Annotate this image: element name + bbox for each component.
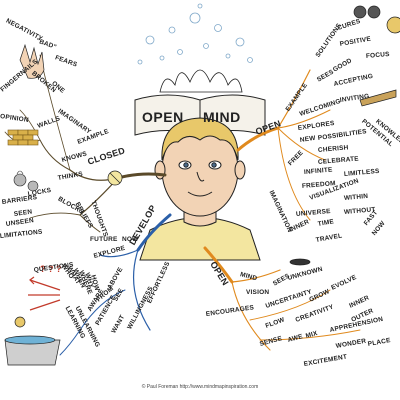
hand-icon [19,43,45,79]
telescope-icon [359,89,397,107]
title-mind: MIND [203,109,241,125]
binoculars-icon [353,5,381,19]
credit-line: © Paul Foreman http://www.mindmapinspira… [141,384,259,390]
question-marks-icon: ? ? ? [40,264,62,274]
splash-icon [159,69,243,93]
arrows-icon [28,276,61,311]
hole-icon [289,258,311,266]
word-now-develop: NOW [122,236,139,243]
title-open: OPEN [142,109,184,125]
open-right-branch [236,69,331,221]
word-future: FUTURE [90,236,118,243]
develop-branch [59,213,172,356]
padlock-icon [13,170,39,192]
figure-icon [386,16,400,34]
brick-wall-icon [7,129,39,146]
open-bottom-branch [203,246,361,351]
bubbles-icon [137,3,253,65]
face-illustration-icon [139,117,261,261]
scroll-icon [107,170,123,186]
svg-text:? ? ?: ? ? ? [40,264,62,274]
island-icon [4,316,61,366]
word-vision: VISION [246,289,270,296]
